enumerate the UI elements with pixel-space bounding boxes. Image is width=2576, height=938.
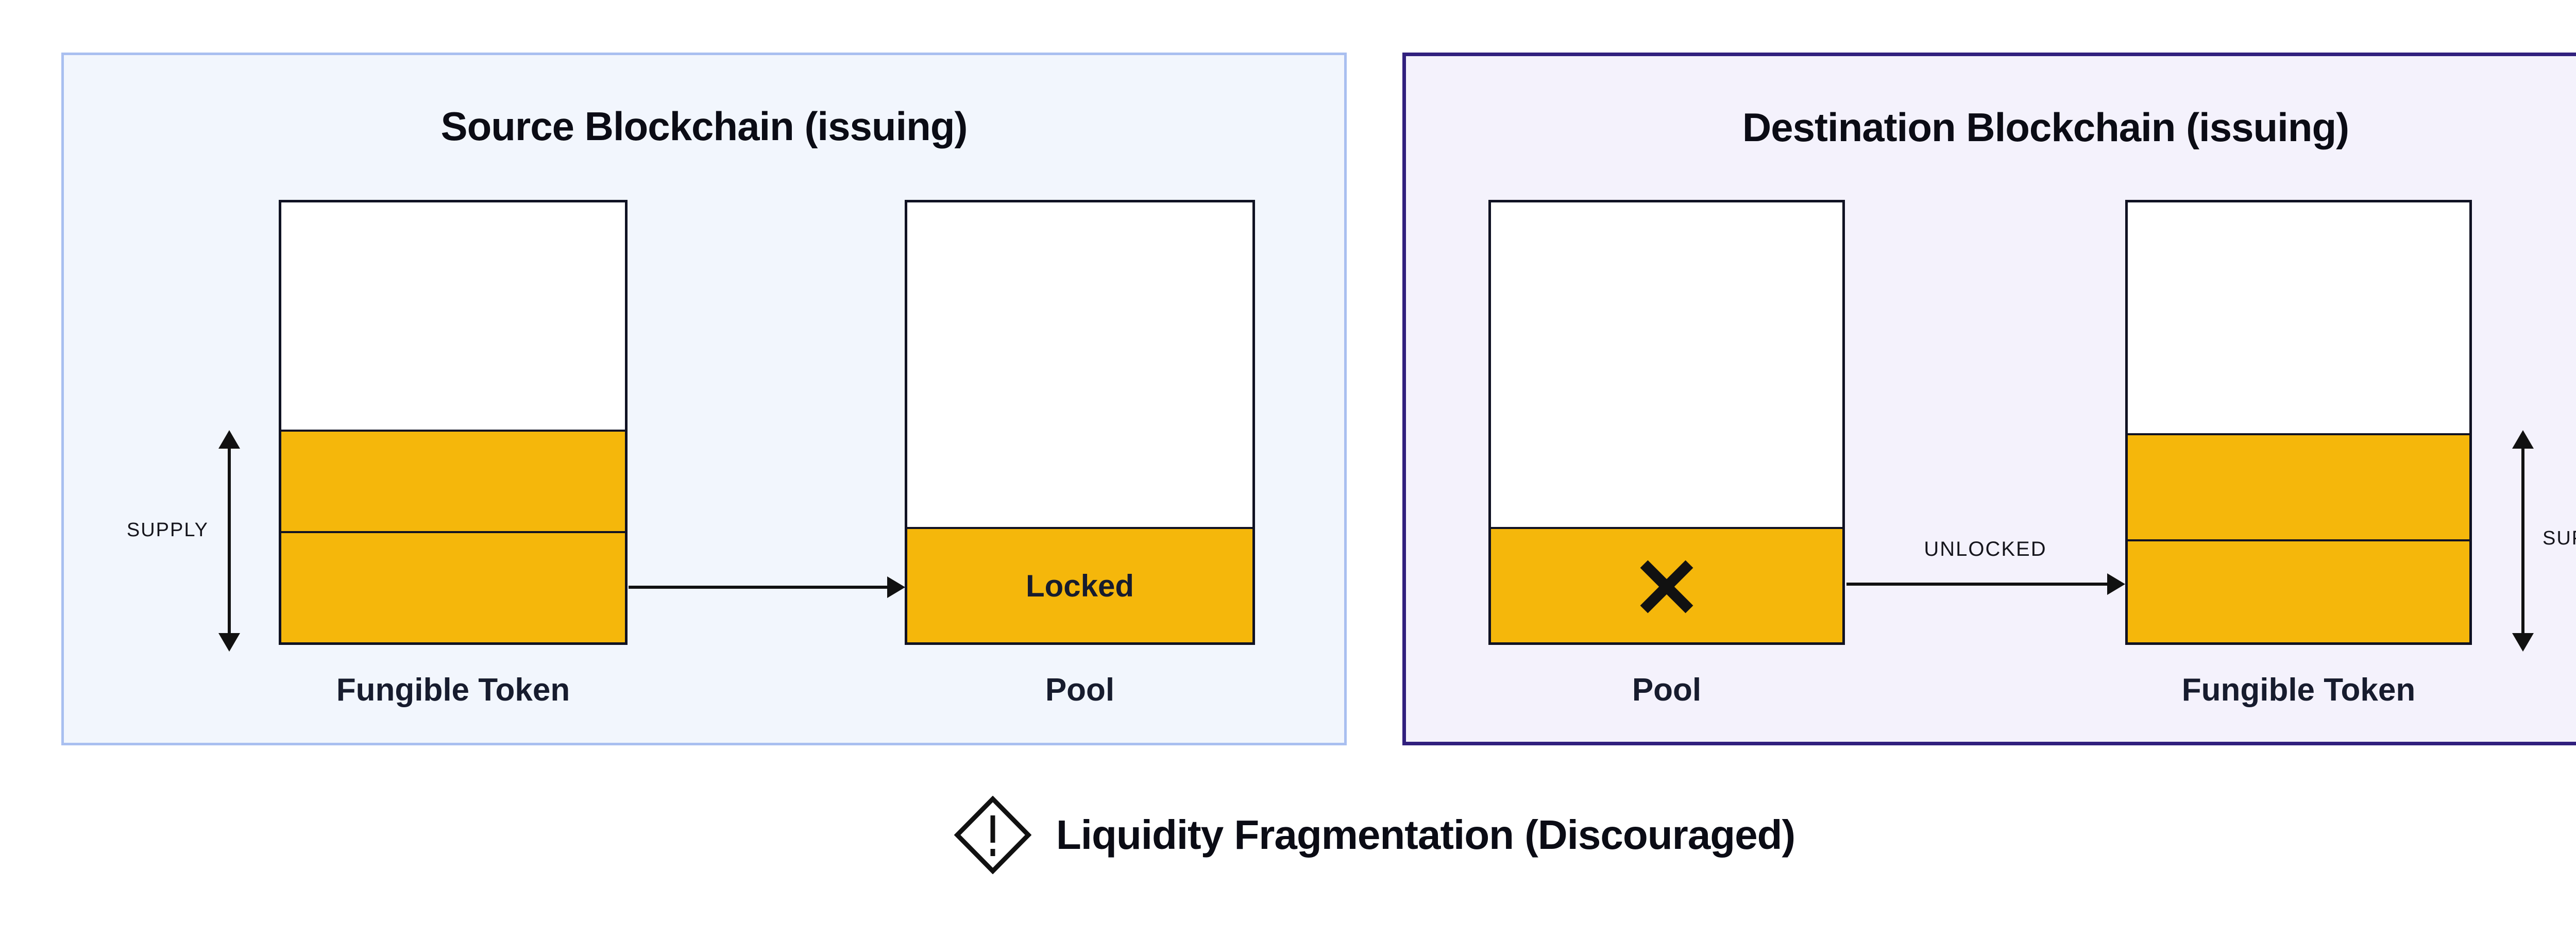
source-pool-box: Locked (905, 200, 1255, 645)
token-supply-segment-upper (2128, 433, 2469, 539)
locked-label: Locked (1025, 568, 1134, 603)
pool-empty-segment (907, 202, 1252, 527)
source-fungible-token-box (279, 200, 628, 645)
source-supply-label: SUPPLY (126, 519, 209, 541)
caption-row: Liquidity Fragmentation (Discouraged) (0, 795, 2576, 875)
token-unminted-segment (2128, 202, 2469, 433)
token-supply-segment-lower (281, 531, 625, 642)
source-panel-title: Source Blockchain (issuing) (440, 104, 968, 149)
source-fungible-token-label: Fungible Token (336, 672, 570, 708)
destination-supply-label: SUPPLY (2543, 527, 2576, 549)
caption-text: Liquidity Fragmentation (Discouraged) (1056, 811, 1795, 858)
cross-x-icon (1640, 560, 1693, 613)
right-arrow-icon (1846, 573, 2125, 595)
destination-fungible-token-box (2125, 200, 2472, 645)
right-arrow-icon (629, 576, 905, 598)
pool-empty-segment (1491, 202, 1842, 527)
token-supply-segment-upper (281, 430, 625, 531)
pool-locked-segment: Locked (907, 527, 1252, 642)
destination-fungible-token-label: Fungible Token (2181, 672, 2416, 708)
warning-diamond-icon (954, 795, 1031, 874)
destination-pool-label: Pool (1632, 672, 1702, 708)
destination-panel-title: Destination Blockchain (issuing) (1742, 105, 2349, 150)
unlocked-label: UNLOCKED (1924, 538, 2047, 560)
token-supply-segment-lower (2128, 539, 2469, 642)
double-headed-arrow-icon (218, 430, 240, 652)
double-headed-arrow-icon (2512, 430, 2534, 652)
source-pool-label: Pool (1045, 672, 1115, 708)
destination-pool-box (1488, 200, 1845, 645)
token-unminted-segment (281, 202, 625, 430)
